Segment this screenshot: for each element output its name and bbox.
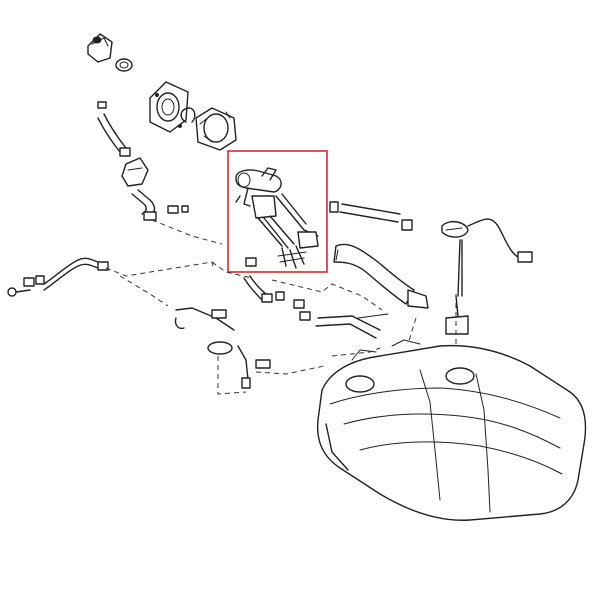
leader-lines: [105, 219, 457, 395]
fuel-tube-left: [7, 257, 109, 297]
fuel-line-bracket: [174, 307, 271, 389]
fuel-cap: [87, 33, 113, 63]
fuel-gauge-sender-unit: [441, 218, 533, 335]
check-valve: [121, 157, 149, 187]
cap-gasket: [115, 58, 133, 72]
fuel-tank: [316, 339, 587, 521]
return-pipe: [315, 313, 389, 339]
vent-hose-lower: [243, 275, 311, 321]
sender-gauge-assembly: [235, 167, 319, 269]
breather-hose-lower: [131, 189, 189, 221]
filler-boot: [195, 107, 237, 151]
filler-neck-flange: [149, 81, 189, 133]
fill-pipe: [329, 201, 429, 309]
hose-clamp: [180, 107, 196, 123]
breather-hose-upper: [97, 101, 131, 157]
highlight-box: [227, 150, 328, 273]
